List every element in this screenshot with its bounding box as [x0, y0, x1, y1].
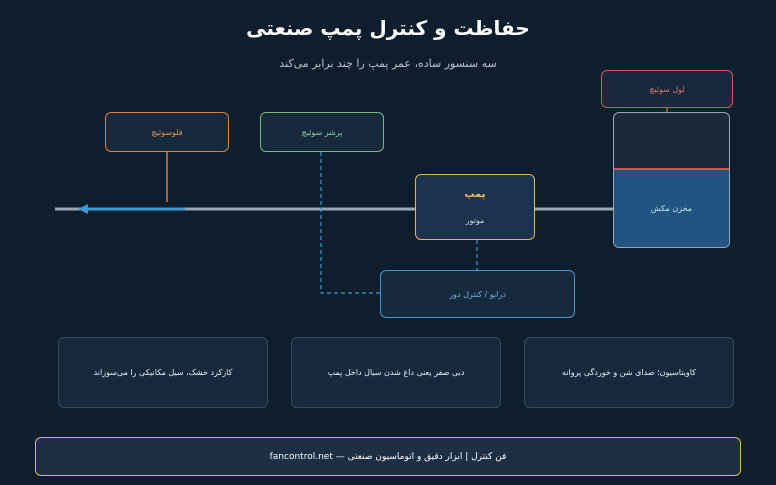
page-subtitle: سه سنسور ساده، عمر پمپ را چند برابر می‌ک… [279, 57, 497, 70]
info-card-zero-flow: دبی صفر یعنی داغ شدن سیال داخل پمپ [291, 337, 501, 408]
suction-tank: مخزن مکش [613, 112, 730, 248]
pressure-switch-box: پرشر سوئیچ [260, 112, 384, 152]
info-card-cavitation: کاویتاسیون؛ صدای شن و خوردگی پروانه [524, 337, 734, 408]
page-title: حفاظت و کنترل پمپ صنعتی [246, 16, 530, 40]
level-switch-box: لول سوئیچ [601, 70, 733, 108]
flow-switch-box: فلوسوئیچ [105, 112, 229, 152]
drive-box: درایو / کنترل دور [380, 270, 575, 318]
pressure-signal-line [320, 152, 380, 294]
footer-banner: فن کنترل | ابزار دقیق و اتوماسیون صنعتی … [35, 437, 741, 476]
info-card-dry-run: کارکرد خشک، سیل مکانیکی را می‌سوزاند [58, 337, 268, 408]
pump-subtitle: موتور [465, 216, 485, 225]
flow-arrow-icon [78, 204, 88, 214]
pump-box: پمپ موتور [415, 174, 535, 240]
pump-title: پمپ [464, 189, 486, 200]
tank-water-label: مخزن مکش [614, 168, 729, 247]
